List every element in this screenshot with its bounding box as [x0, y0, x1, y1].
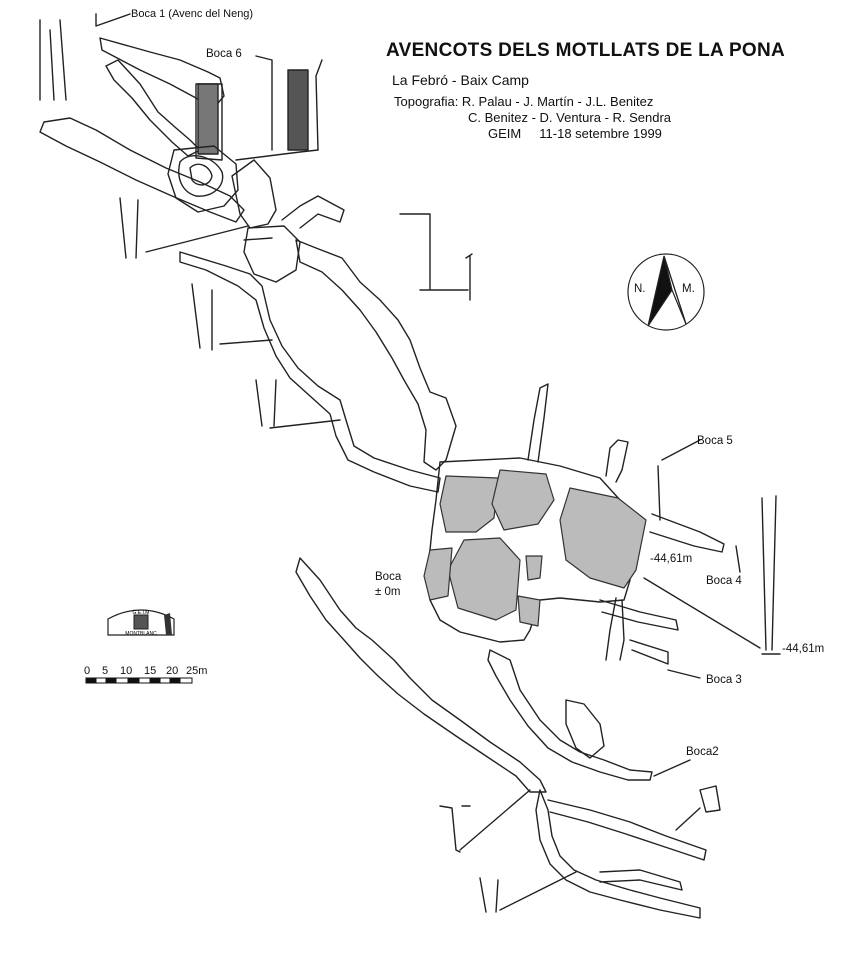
lower-gallery [295, 557, 721, 919]
scale-tick-5: 5 [102, 665, 109, 677]
label-boca3: Boca 3 [706, 674, 742, 686]
boca3-leader [667, 669, 701, 679]
scale-tick-25: 25m [186, 665, 208, 677]
label-boca1: Boca 1 (Avenc del Neng) [131, 8, 254, 20]
compass-north-label: N. [634, 283, 646, 295]
right-profiles [661, 439, 781, 655]
scale-tick-10: 10 [120, 665, 133, 677]
logo-top-text: G.E.I.M [133, 610, 150, 616]
label-boca6: Boca 6 [206, 48, 242, 60]
geim-logo: G.E.I.M MONTBLANC [107, 609, 175, 637]
shaft-hatch-2 [287, 69, 309, 151]
gallery-boca1 [39, 37, 277, 229]
depth-label-1: -44,61m [650, 553, 693, 565]
profile-bottom-2 [479, 871, 577, 913]
scale-tick-0: 0 [84, 665, 91, 677]
topography-credits-2: C. Benitez - D. Ventura - R. Sendra [468, 110, 672, 125]
label-boca-main-depth: ± 0m [375, 586, 401, 598]
profile-left-4 [255, 379, 341, 429]
compass-rose [627, 253, 705, 331]
depth-leader-line [643, 577, 761, 649]
compass-magnetic-label: M. [682, 283, 695, 295]
rock-pillars [423, 469, 647, 627]
logo-bottom-text: MONTBLANC [125, 631, 157, 637]
profile-left-3 [191, 283, 273, 351]
scale-tick-15: 15 [144, 665, 157, 677]
boca1-leader [95, 13, 131, 27]
depth-label-2: -44,61m [782, 643, 825, 655]
scale-tick-20: 20 [166, 665, 179, 677]
map-title: AVENCOTS DELS MOTLLATS DE LA PONA [386, 40, 786, 61]
topography-credits-1: Topografia: R. Palau - J. Martín - J.L. … [394, 94, 654, 109]
shaft-hatch-1 [197, 83, 219, 155]
label-boca4: Boca 4 [706, 575, 742, 587]
scale-bar [85, 677, 193, 684]
label-boca2: Boca2 [686, 746, 719, 758]
central-junction [179, 195, 441, 493]
survey-date: GEIM 11-18 setembre 1999 [488, 126, 662, 141]
label-boca5: Boca 5 [697, 435, 733, 447]
profile-left-top [39, 19, 67, 101]
label-boca-main: Boca [375, 571, 402, 583]
profile-bottom-1 [439, 789, 531, 853]
location-text: La Febró - Baix Camp [392, 72, 529, 88]
boca6-profile [235, 55, 323, 161]
profile-left-2 [119, 197, 249, 259]
